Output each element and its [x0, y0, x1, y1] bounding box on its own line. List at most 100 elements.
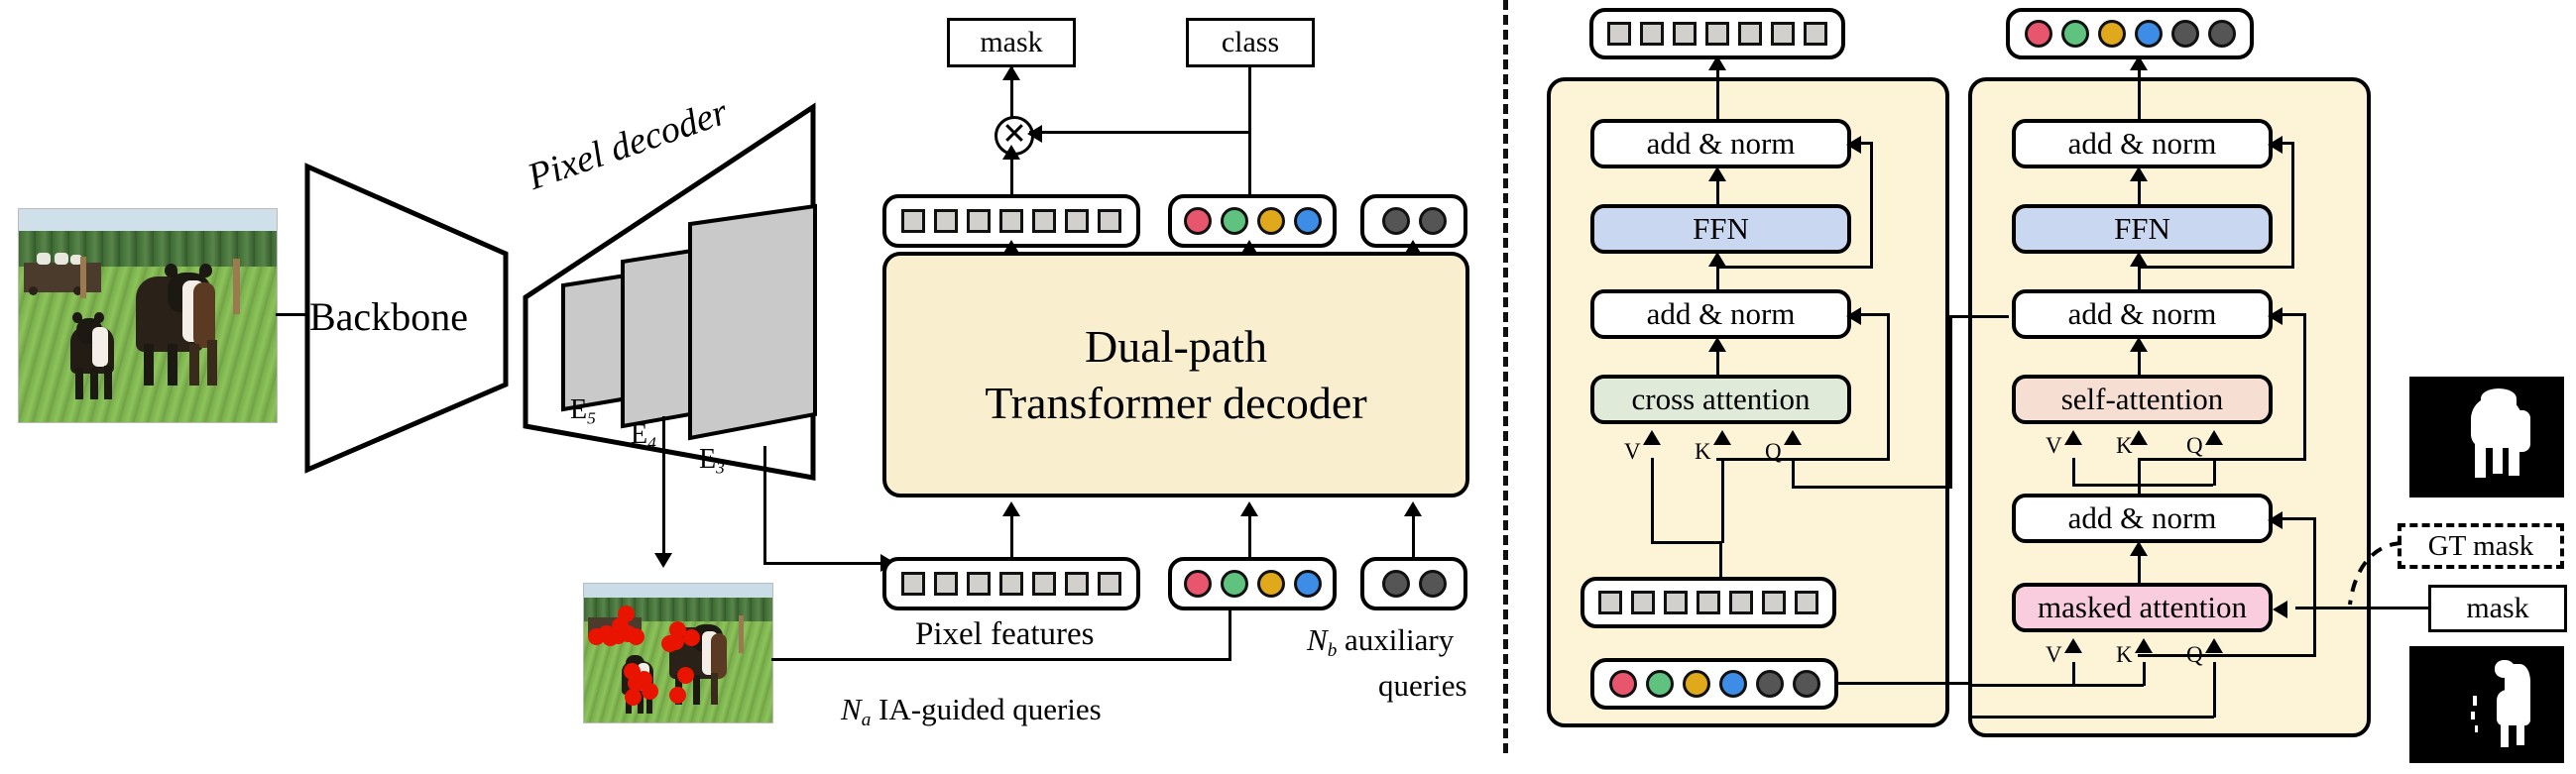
query-up-line	[1248, 513, 1251, 557]
self-q-line	[2213, 458, 2216, 486]
token-square	[1098, 209, 1121, 233]
masked-attn-q-label: Q	[2186, 642, 2203, 667]
query-add-norm-top[interactable]: add & norm	[2012, 119, 2273, 168]
class-col-line	[1248, 67, 1251, 133]
query-residual3-bottom	[2138, 654, 2316, 657]
token-square	[1771, 22, 1795, 46]
cross-to-addnorm-line	[1716, 341, 1719, 377]
token-square	[901, 209, 925, 233]
self-q-arrow	[2205, 430, 2223, 445]
query-token-green	[2060, 20, 2089, 48]
feature-label-e4: E4	[631, 419, 656, 453]
self-attention[interactable]: self-attention	[2012, 375, 2273, 424]
ia-query-tokens-bottom	[1168, 557, 1337, 610]
panel-up-pixel-arrow	[1002, 240, 1020, 255]
gt-mask-label: GT mask	[2427, 529, 2534, 562]
query-residual2-bottom	[2138, 458, 2306, 461]
token-square	[1098, 572, 1121, 596]
token-square	[1795, 591, 1818, 614]
masked-q-source	[1968, 716, 2214, 719]
mask-box[interactable]: mask	[2428, 585, 2567, 632]
token-square	[1738, 22, 1762, 46]
pixel-add-norm-mid[interactable]: add & norm	[1590, 289, 1851, 339]
gt-mask-box: GT mask	[2398, 523, 2564, 569]
query-add-norm-mid[interactable]: add & norm	[2012, 289, 2273, 339]
block-label: add & norm	[2067, 126, 2217, 161]
pixel-residual2-top	[1853, 313, 1890, 316]
class-output-box[interactable]: class	[1186, 18, 1315, 67]
pixelfeat-to-otimes-arrow	[1002, 145, 1020, 160]
mask-output-box[interactable]: mask	[947, 18, 1076, 67]
masked-v-arrow	[2064, 638, 2082, 653]
query-residual3-right	[2313, 519, 2316, 656]
query-token-blue	[1293, 207, 1322, 235]
backbone-label: Backbone	[309, 294, 468, 339]
query-residual1-arrow	[2268, 136, 2283, 154]
query-ffn[interactable]: FFN	[2012, 204, 2273, 254]
token-square	[901, 572, 925, 596]
aux-token-gray	[1381, 570, 1410, 598]
self-v-line	[2072, 458, 2075, 486]
query-residual1-top	[2275, 142, 2294, 145]
pixel-residual2-arrow	[1846, 307, 1861, 325]
cross-attn-v-label: V	[1624, 439, 1641, 464]
class-to-otimes-arrow	[1027, 125, 1042, 143]
e3-line-v	[763, 446, 766, 565]
pixel-ffn[interactable]: FFN	[1590, 204, 1851, 254]
pixel-residual2-right	[1887, 315, 1890, 460]
mask-box-label: mask	[2466, 592, 2529, 624]
query-add-norm-low[interactable]: add & norm	[2012, 494, 2273, 543]
feature-map-e3	[688, 203, 817, 441]
cross-k-line	[1721, 458, 1724, 543]
query-residual2-arrow	[2268, 307, 2283, 325]
token-square	[967, 209, 991, 233]
cross-q-feed-top	[1949, 315, 2009, 318]
gt-mask-connector	[2348, 541, 2402, 606]
pixelfeat-up-arrow	[1002, 501, 1020, 516]
ffn-to-addnorm-line	[1716, 170, 1719, 206]
token-square	[1729, 591, 1753, 614]
token-square	[934, 209, 958, 233]
query-residual1-bottom	[2138, 266, 2294, 269]
panel-up-query-arrow	[1240, 240, 1258, 255]
addnorm-to-ffn-line	[1716, 256, 1719, 291]
pixel-token-bottom-uplink	[1719, 551, 1722, 579]
block-label: add & norm	[2067, 296, 2217, 331]
aux-token-gray	[1418, 207, 1447, 235]
aux-query-tokens-bottom	[1360, 557, 1467, 610]
self-attn-k-label: K	[2116, 433, 2133, 458]
aux-token-gray	[2207, 20, 2236, 48]
pixel-residual1-top	[1853, 142, 1873, 145]
panel-up-aux-arrow	[1404, 240, 1422, 255]
input-image	[18, 208, 278, 423]
query-out-arrow	[2130, 55, 2148, 70]
addnormlow-to-selfattn-arrow	[2130, 430, 2148, 445]
otimes-to-mask-line	[1010, 67, 1013, 117]
token-square	[999, 209, 1023, 233]
ia-guided-query-image	[583, 583, 773, 723]
token-square	[1598, 591, 1622, 614]
pixel-add-norm-top[interactable]: add & norm	[1590, 119, 1851, 168]
token-square	[1032, 572, 1056, 596]
block-label: FFN	[1693, 211, 1749, 246]
masked-vk-source	[1968, 684, 2073, 687]
addnormlow-to-selfattn-line	[2138, 458, 2141, 496]
cross-attention[interactable]: cross attention	[1590, 375, 1851, 424]
aux-token-gray	[1381, 207, 1410, 235]
right-query-tokens-top	[2006, 8, 2254, 59]
token-square	[1065, 209, 1089, 233]
query-token-green	[1645, 670, 1674, 698]
query-tokens-to-panel	[1838, 682, 1969, 685]
token-square	[1762, 591, 1786, 614]
e3-line-h	[763, 562, 882, 565]
token-square	[1664, 591, 1688, 614]
cross-v-line	[1651, 458, 1654, 543]
aux-token-gray	[1792, 670, 1820, 698]
cross-v-arrow	[1643, 430, 1661, 445]
masked-attention[interactable]: masked attention	[2012, 583, 2273, 632]
query-token-red	[2024, 20, 2052, 48]
class-col-line-lower	[1248, 131, 1251, 194]
block-label: add & norm	[2067, 500, 2217, 535]
pixel-features-label: Pixel features	[915, 616, 1095, 652]
masked-to-addnorm-line	[2138, 545, 2141, 583]
